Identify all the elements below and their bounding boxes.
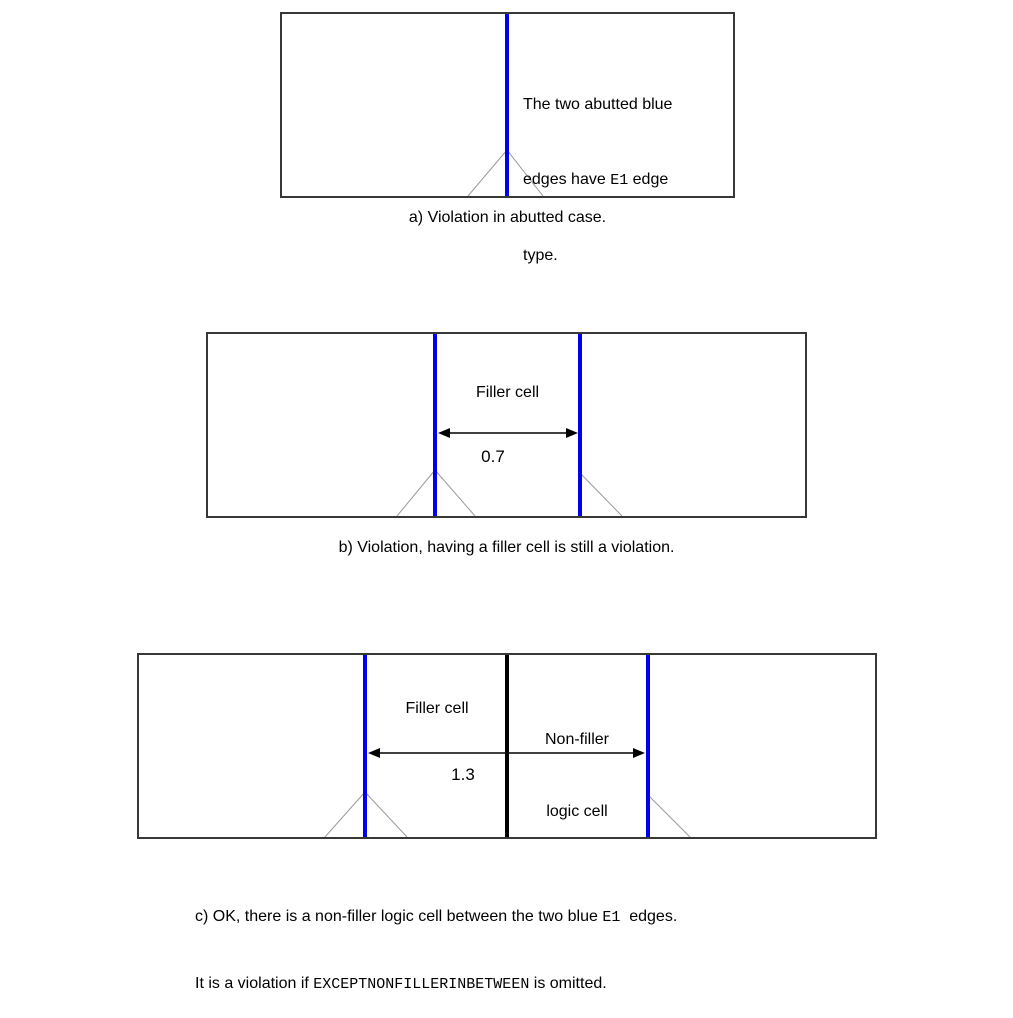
figure-a-box: The two abutted blue edges have E1 edge … (280, 12, 735, 264)
edge-marker-tent-left-line (396, 469, 436, 516)
annotation-line: type. (523, 243, 672, 268)
filler-cell-label: Filler cell (475, 384, 540, 401)
blue-edge-line-right (646, 655, 650, 837)
blue-edge-line-left (363, 655, 367, 837)
figure-b-caption: b) Violation, having a filler cell is st… (338, 539, 675, 556)
diagram-page: { "colors": { "edge_blue": "#0000ee", "b… (137, 12, 877, 993)
blue-edge-line (505, 14, 509, 196)
code-token-exceptnonfillerinbetween: EXCEPTNONFILLERINBETWEEN (313, 976, 530, 993)
text-segment: type. (523, 247, 558, 264)
label-line: logic cell (546, 803, 608, 820)
arrowhead-right-icon (633, 748, 645, 758)
edge-marker-tent-right-line (434, 469, 476, 516)
dimension-arrow (438, 428, 578, 438)
figure-c-box: Filler cell Non-filler logic cell 1.3 (137, 653, 877, 839)
edge-marker-tent-right-line (364, 791, 408, 837)
code-token-e1: E1 (610, 172, 629, 189)
blue-edge-line-right (578, 334, 582, 516)
text-segment: edges have (523, 171, 611, 188)
edge-marker-diagonal-line (647, 794, 691, 837)
caption-line: c) OK, there is a non-filler logic cell … (195, 906, 875, 929)
figure-a-annotation: The two abutted blue edges have E1 edge … (523, 42, 672, 318)
figure-c-caption: c) OK, there is a non-filler logic cell … (195, 862, 875, 1018)
dimension-value-label: 0.7 (481, 447, 505, 466)
figure-a-caption: a) Violation in abutted case. (408, 209, 607, 226)
filler-cell-label: Filler cell (405, 700, 469, 717)
caption-line: It is a violation if EXCEPTNONFILLERINBE… (195, 973, 875, 996)
text-segment: edge (628, 171, 669, 188)
text-segment: The two abutted blue (523, 96, 673, 113)
text-segment: It is a violation if (195, 975, 314, 992)
code-token-e1: E1 (602, 909, 621, 926)
edge-marker-tent-left-line (467, 149, 508, 196)
edge-marker-diagonal-line (579, 472, 623, 516)
blue-edge-line-left (433, 334, 437, 516)
arrowhead-left-icon (438, 428, 450, 438)
cell-boundary-line (505, 655, 509, 837)
text-segment: is omitted. (529, 975, 607, 992)
arrowhead-left-icon (368, 748, 380, 758)
arrowhead-right-icon (566, 428, 578, 438)
figure-b-box: Filler cell 0.7 (206, 332, 807, 518)
dimension-value-label: 1.3 (451, 765, 475, 784)
text-segment: edges. (620, 908, 678, 925)
text-segment: c) OK, there is a non-filler logic cell … (195, 908, 603, 925)
figure-a-markers (467, 149, 544, 196)
annotation-line: The two abutted blue (523, 92, 672, 117)
edge-marker-tent-right-line (506, 149, 544, 196)
nonfiller-cell-label: Non-filler logic cell (509, 680, 645, 872)
annotation-line: edges have E1 edge (523, 167, 672, 193)
label-line: Non-filler (544, 731, 609, 748)
figure-b-markers (396, 428, 623, 516)
edge-marker-tent-left-line (324, 791, 366, 837)
